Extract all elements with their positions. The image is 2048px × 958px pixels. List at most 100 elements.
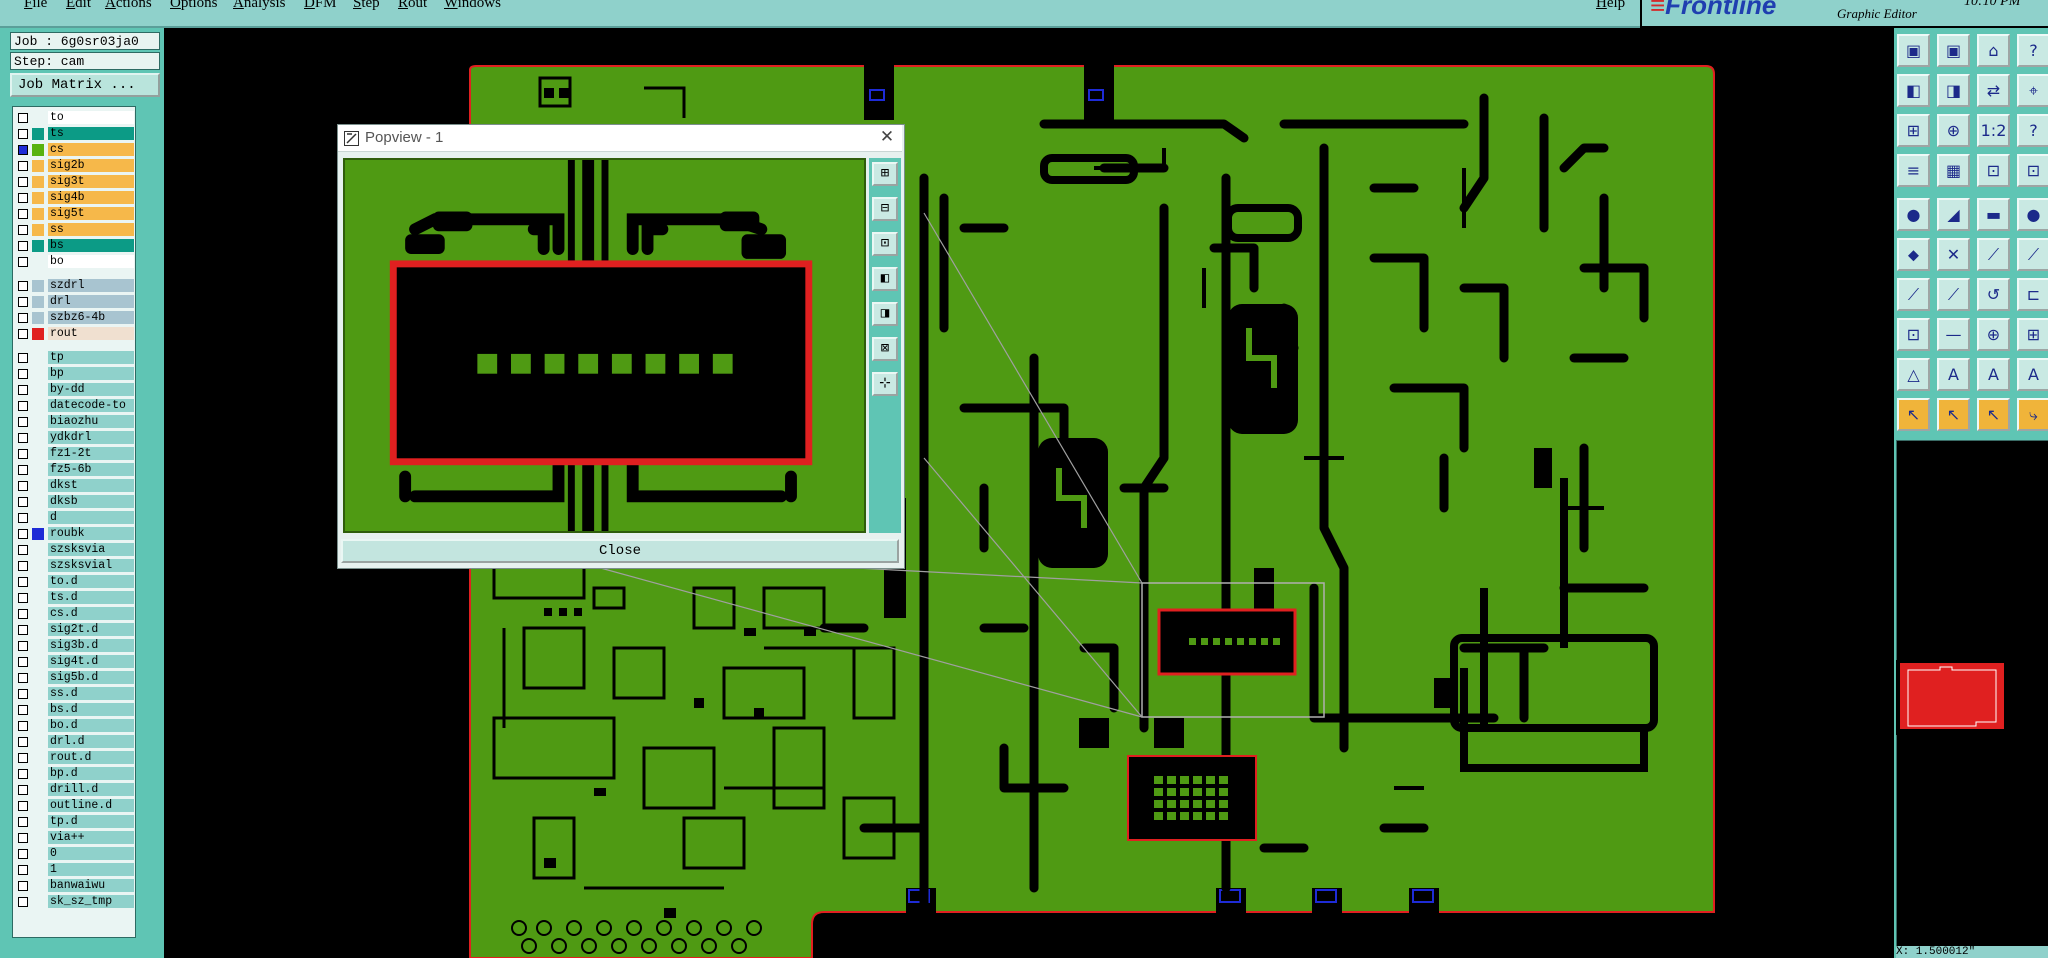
- layer-color-swatch[interactable]: [32, 688, 44, 700]
- layer-row[interactable]: via++: [13, 831, 135, 845]
- layer-checkbox[interactable]: [18, 737, 28, 747]
- popview-titlebar[interactable]: Popview - 1 ✕: [338, 125, 902, 152]
- toolbar-button-5-3[interactable]: ⟋: [2017, 238, 2048, 271]
- toolbar-button-4-0[interactable]: ●: [1897, 198, 1930, 231]
- toolbar-button-9-0[interactable]: ↖: [1897, 398, 1930, 431]
- layer-checkbox[interactable]: [18, 449, 28, 459]
- layer-name[interactable]: sig2b: [48, 159, 134, 172]
- toolbar-button-1-1[interactable]: ◨: [1937, 74, 1970, 107]
- layer-color-swatch[interactable]: [32, 848, 44, 860]
- layer-name[interactable]: sig5t: [48, 207, 134, 220]
- toolbar-button-5-1[interactable]: ✕: [1937, 238, 1970, 271]
- layer-color-swatch[interactable]: [32, 752, 44, 764]
- layer-color-swatch[interactable]: [32, 624, 44, 636]
- toolbar-button-7-3[interactable]: ⊞: [2017, 318, 2048, 351]
- layer-row[interactable]: ss.d: [13, 687, 135, 701]
- layer-row[interactable]: bp.d: [13, 767, 135, 781]
- zoom-prev-icon[interactable]: ◧: [872, 267, 898, 291]
- layer-checkbox[interactable]: [18, 129, 28, 139]
- toolbar-button-3-1[interactable]: ▦: [1937, 154, 1970, 187]
- layer-row[interactable]: biaozhu: [13, 415, 135, 429]
- layer-color-swatch[interactable]: [32, 528, 44, 540]
- toolbar-button-3-0[interactable]: ≡: [1897, 154, 1930, 187]
- zoom-fit-icon[interactable]: ⊠: [872, 337, 898, 361]
- layer-name[interactable]: sig5b.d: [48, 671, 134, 684]
- layer-checkbox[interactable]: [18, 881, 28, 891]
- layer-color-swatch[interactable]: [32, 608, 44, 620]
- layer-name[interactable]: drl.d: [48, 735, 134, 748]
- toolbar-button-9-1[interactable]: ↖: [1937, 398, 1970, 431]
- layer-color-swatch[interactable]: [32, 896, 44, 908]
- layer-checkbox[interactable]: [18, 545, 28, 555]
- toolbar-button-8-3[interactable]: A: [2017, 358, 2048, 391]
- menu-help[interactable]: Help: [1596, 0, 1626, 11]
- layer-checkbox[interactable]: [18, 465, 28, 475]
- layer-color-swatch[interactable]: [32, 112, 44, 124]
- toolbar-button-9-3[interactable]: ⤷: [2017, 398, 2048, 431]
- layer-name[interactable]: fz1-2t: [48, 447, 134, 460]
- layer-color-swatch[interactable]: [32, 280, 44, 292]
- layer-color-swatch[interactable]: [32, 352, 44, 364]
- menu-rout[interactable]: Rout: [398, 0, 428, 11]
- toolbar-button-6-2[interactable]: ↺: [1977, 278, 2010, 311]
- layer-name[interactable]: bp: [48, 367, 134, 380]
- layer-checkbox[interactable]: [18, 721, 28, 731]
- layer-name[interactable]: drl: [48, 295, 134, 308]
- layer-checkbox[interactable]: [18, 625, 28, 635]
- layer-name[interactable]: biaozhu: [48, 415, 134, 428]
- layer-row[interactable]: roubk: [13, 527, 135, 541]
- layer-name[interactable]: via++: [48, 831, 134, 844]
- layer-row[interactable]: tp.d: [13, 815, 135, 829]
- layer-row[interactable]: 0: [13, 847, 135, 861]
- layer-checkbox[interactable]: [18, 353, 28, 363]
- layer-name[interactable]: bo: [48, 255, 134, 268]
- layer-color-swatch[interactable]: [32, 432, 44, 444]
- toolbar-button-1-0[interactable]: ◧: [1897, 74, 1930, 107]
- layer-name[interactable]: szbz6-4b: [48, 311, 134, 324]
- layer-name[interactable]: fz5-6b: [48, 463, 134, 476]
- layer-row[interactable]: sig5t: [13, 207, 135, 221]
- layer-checkbox[interactable]: [18, 865, 28, 875]
- layer-checkbox[interactable]: [18, 689, 28, 699]
- toolbar-button-7-1[interactable]: —: [1937, 318, 1970, 351]
- layer-checkbox[interactable]: [18, 177, 28, 187]
- layer-row[interactable]: sig4t.d: [13, 655, 135, 669]
- zoom-next-icon[interactable]: ◨: [872, 302, 898, 326]
- layer-color-swatch[interactable]: [32, 208, 44, 220]
- layer-checkbox[interactable]: [18, 193, 28, 203]
- layer-name[interactable]: banwaiwu: [48, 879, 134, 892]
- toolbar-button-5-2[interactable]: ⟋: [1977, 238, 2010, 271]
- layer-row[interactable]: ss: [13, 223, 135, 237]
- layer-name[interactable]: dksb: [48, 495, 134, 508]
- layer-name[interactable]: bp.d: [48, 767, 134, 780]
- toolbar-button-6-1[interactable]: ⟋: [1937, 278, 1970, 311]
- layer-checkbox[interactable]: [18, 161, 28, 171]
- layer-checkbox[interactable]: [18, 529, 28, 539]
- layer-checkbox[interactable]: [18, 481, 28, 491]
- layer-checkbox[interactable]: [18, 209, 28, 219]
- layer-row[interactable]: cs.d: [13, 607, 135, 621]
- layer-name[interactable]: bo.d: [48, 719, 134, 732]
- layer-color-swatch[interactable]: [32, 832, 44, 844]
- layer-row[interactable]: by-dd: [13, 383, 135, 397]
- layer-color-swatch[interactable]: [32, 592, 44, 604]
- layer-checkbox[interactable]: [18, 817, 28, 827]
- layer-name[interactable]: to: [48, 111, 134, 124]
- layer-row[interactable]: sk_sz_tmp: [13, 895, 135, 909]
- layer-name[interactable]: szdrl: [48, 279, 134, 292]
- menu-file[interactable]: File: [24, 0, 48, 11]
- layer-color-swatch[interactable]: [32, 128, 44, 140]
- layer-checkbox[interactable]: [18, 401, 28, 411]
- zoom-area-icon[interactable]: ⊹: [872, 372, 898, 396]
- layer-checkbox[interactable]: [18, 785, 28, 795]
- layer-row[interactable]: 1: [13, 863, 135, 877]
- layer-row[interactable]: szsksvial: [13, 559, 135, 573]
- layer-name[interactable]: cs.d: [48, 607, 134, 620]
- toolbar-button-7-0[interactable]: ⊡: [1897, 318, 1930, 351]
- menu-actions[interactable]: Actions: [105, 0, 152, 11]
- layer-row[interactable]: drl: [13, 295, 135, 309]
- toolbar-button-3-2[interactable]: ⊡: [1977, 154, 2010, 187]
- layer-name[interactable]: tp.d: [48, 815, 134, 828]
- layer-row[interactable]: sig3b.d: [13, 639, 135, 653]
- menu-dfm[interactable]: DFM: [304, 0, 337, 11]
